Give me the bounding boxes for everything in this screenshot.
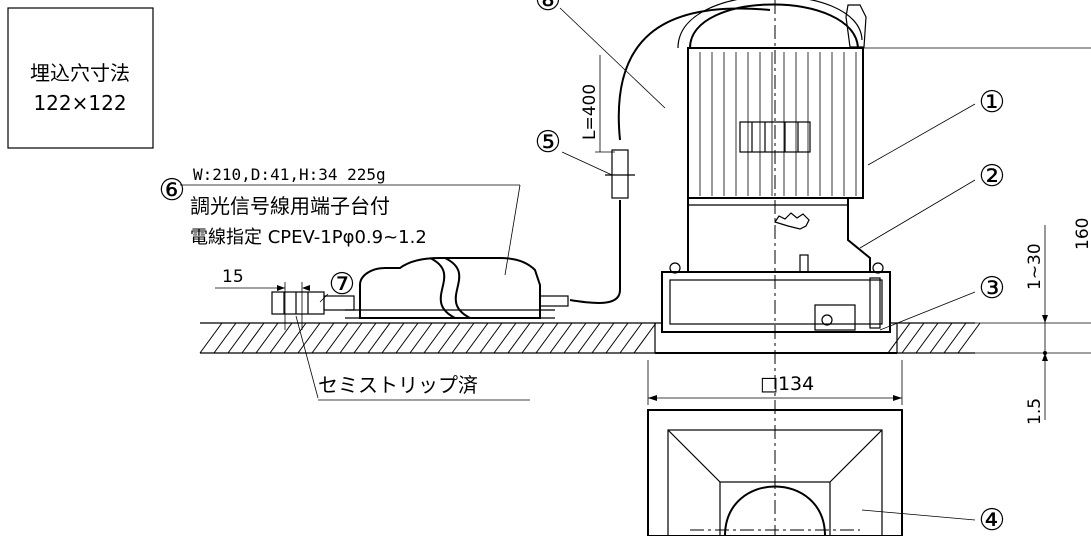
dim-square: □134 bbox=[647, 360, 903, 405]
callout-6: ⑥ bbox=[159, 173, 186, 208]
svg-text:⑥: ⑥ bbox=[159, 173, 186, 208]
svg-text:⑧: ⑧ bbox=[535, 0, 562, 18]
dim-right: 1~30 160 1.5 bbox=[855, 47, 1091, 425]
dim-semistrip: セミストリップ済 bbox=[295, 315, 530, 401]
fixture-body bbox=[617, 0, 871, 273]
svg-text:1~30: 1~30 bbox=[1025, 243, 1045, 290]
callout-2: ② bbox=[859, 159, 1006, 249]
spec-line-1: W:210,D:41,H:34 225g bbox=[193, 165, 386, 184]
heatsink-fins bbox=[699, 52, 857, 196]
ceiling-hatch-right bbox=[887, 322, 981, 354]
hole-dimension-box: 埋込穴寸法 122×122 bbox=[7, 7, 154, 149]
callout-3: ③ bbox=[879, 271, 1006, 331]
svg-text:⑤: ⑤ bbox=[535, 125, 562, 160]
svg-text:⑦: ⑦ bbox=[329, 267, 356, 302]
callout-1: ① bbox=[867, 85, 1006, 166]
dim-strip: 15 bbox=[215, 267, 310, 330]
svg-text:③: ③ bbox=[979, 271, 1006, 306]
svg-text:④: ④ bbox=[979, 503, 1006, 536]
callout-7: ⑦ bbox=[319, 267, 356, 303]
connection-cable bbox=[569, 149, 635, 304]
hole-box-title: 埋込穴寸法 bbox=[30, 61, 130, 85]
callout-5: ⑤ bbox=[535, 125, 613, 176]
power-unit bbox=[271, 257, 569, 319]
callout-8: ⑧ bbox=[535, 0, 666, 109]
spec-line-2: 調光信号線用端子台付 bbox=[190, 194, 390, 218]
svg-text:15: 15 bbox=[222, 267, 244, 287]
spec-line-3: 電線指定 CPEV-1Pφ0.9~1.2 bbox=[190, 227, 427, 248]
reflector-section bbox=[647, 409, 903, 536]
mounting-frame bbox=[654, 262, 898, 354]
svg-text:160: 160 bbox=[1073, 218, 1091, 250]
ceiling-hatch-left bbox=[199, 322, 657, 354]
ceiling-section bbox=[199, 322, 981, 354]
callout-4: ④ bbox=[861, 503, 1006, 536]
svg-text:①: ① bbox=[979, 85, 1006, 120]
svg-text:L=400: L=400 bbox=[580, 84, 600, 140]
svg-text:②: ② bbox=[979, 159, 1006, 194]
dim-cable-length: L=400 bbox=[580, 55, 615, 153]
hole-box-size: 122×122 bbox=[33, 91, 126, 115]
svg-text:セミストリップ済: セミストリップ済 bbox=[318, 373, 478, 397]
svg-text:□134: □134 bbox=[760, 373, 814, 395]
svg-text:1.5: 1.5 bbox=[1025, 398, 1045, 425]
spec-text: W:210,D:41,H:34 225g 調光信号線用端子台付 電線指定 CPE… bbox=[180, 165, 521, 276]
